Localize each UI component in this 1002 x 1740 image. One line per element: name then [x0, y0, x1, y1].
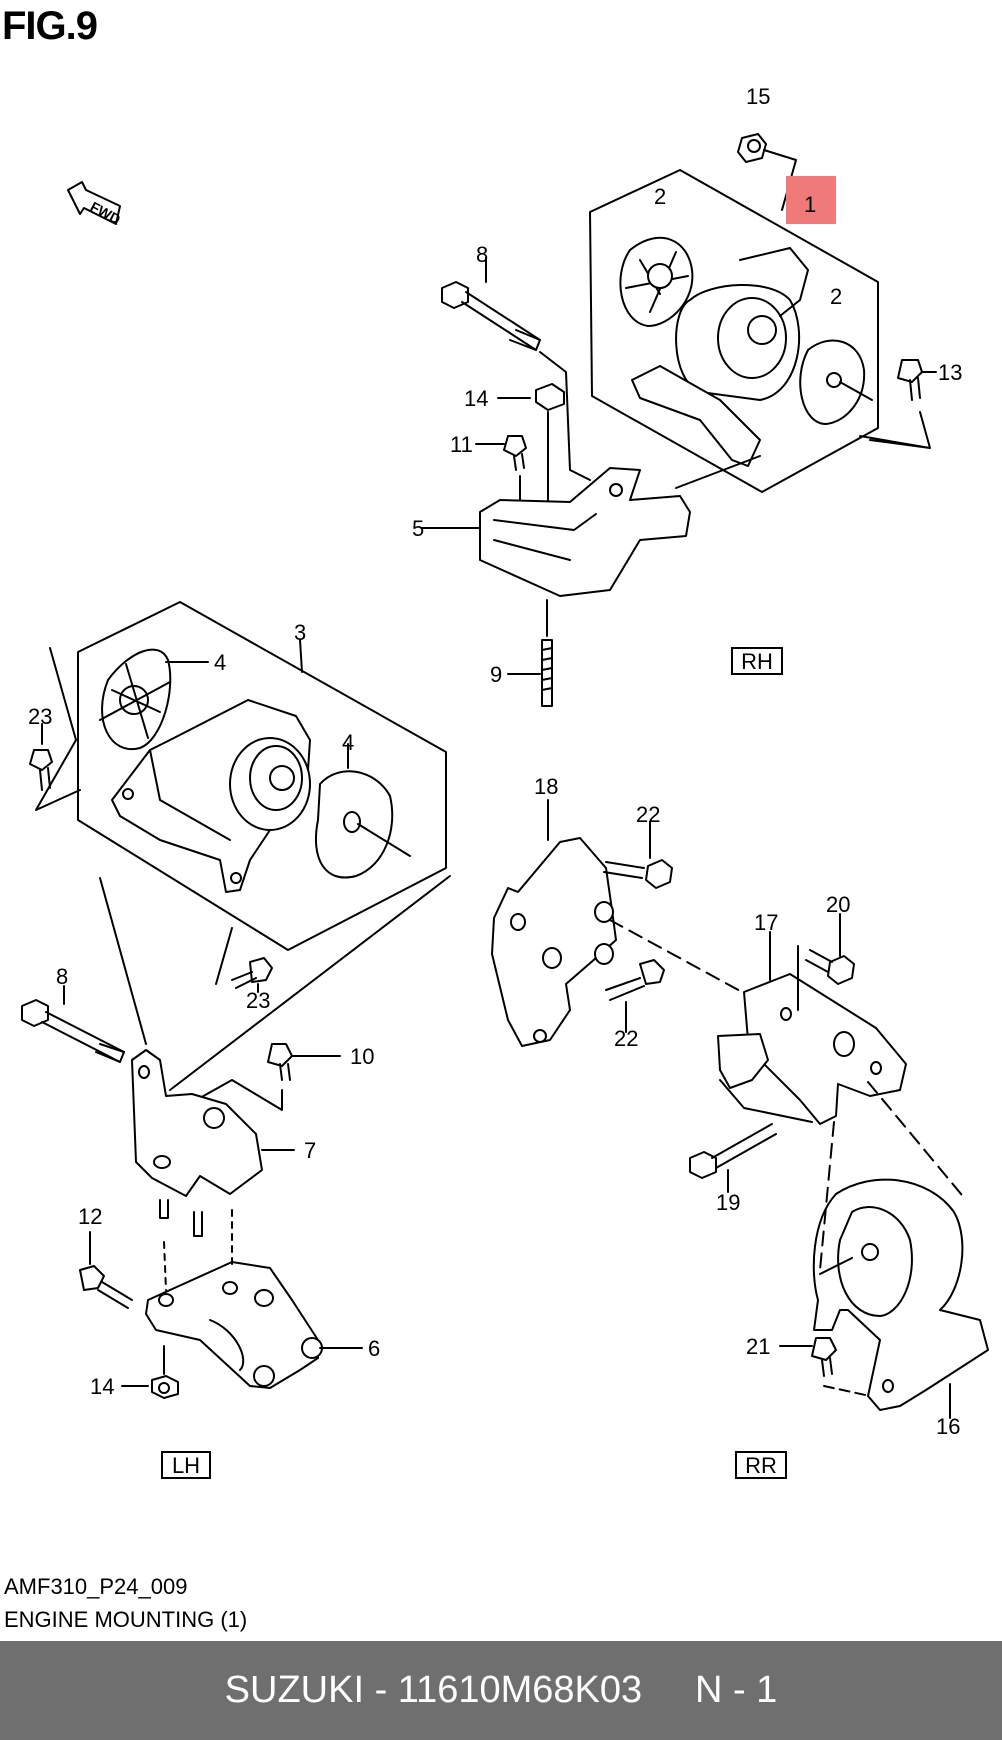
bolt-23a [29, 647, 81, 811]
stud-9 [507, 599, 553, 707]
callout-2a: 2 [654, 184, 666, 209]
callout-14b: 14 [90, 1374, 114, 1399]
rh-mount-group [421, 133, 937, 707]
bolt-22b [605, 959, 665, 1033]
svg-text:LH: LH [172, 1453, 200, 1478]
callout-8a: 8 [476, 242, 488, 267]
callout-13: 13 [938, 360, 962, 385]
section-label-rh: RH [731, 647, 783, 675]
stopper-4b [314, 743, 411, 879]
callout-6: 6 [368, 1336, 380, 1361]
bracket-5 [421, 467, 691, 597]
callout-15: 15 [746, 84, 770, 109]
callout-1: 1 [804, 192, 816, 217]
callout-22a: 22 [636, 802, 660, 827]
callout-8b: 8 [56, 964, 68, 989]
diagram-caption: ENGINE MOUNTING (1) [4, 1607, 248, 1632]
bracket-18 [491, 799, 617, 1047]
engine-mount-1 [631, 247, 809, 467]
bolt-11 [475, 435, 527, 531]
callout-19: 19 [716, 1190, 740, 1215]
callout-3: 3 [294, 620, 306, 645]
callout-7: 7 [304, 1138, 316, 1163]
highlight-box [786, 176, 836, 224]
callout-10: 10 [350, 1044, 374, 1069]
rr-mount-group [491, 799, 989, 1419]
bolt-22a [603, 821, 673, 889]
callout-9: 9 [490, 662, 502, 687]
bolt-12 [79, 1231, 133, 1309]
bolt-21 [779, 1337, 871, 1397]
bracket-7 [99, 875, 451, 1237]
nut-14b [121, 1345, 179, 1399]
fwd-arrow-icon: FWD [67, 181, 123, 227]
bolt-10 [181, 1043, 341, 1111]
engine-mount-16 [812, 1081, 989, 1419]
bolt-19 [689, 1123, 777, 1193]
callout-16: 16 [936, 1414, 960, 1439]
callout-23a: 23 [28, 704, 52, 729]
stopper-4a [99, 648, 209, 751]
bolt-13 [859, 359, 937, 449]
callout-20: 20 [826, 892, 850, 917]
section-label-rr: RR [735, 1451, 787, 1479]
callout-14a: 14 [464, 386, 488, 411]
callout-5: 5 [412, 516, 424, 541]
footer-bar: SUZUKI - 11610M68K03 N - 1 [0, 1641, 1002, 1740]
section-label-lh: LH [161, 1451, 211, 1479]
svg-text:RH: RH [741, 649, 773, 674]
bolt-8b [21, 985, 125, 1063]
bracket-17 [609, 919, 907, 1125]
drawing-code: AMF310_P24_009 [4, 1574, 188, 1599]
figure-title: FIG.9 [2, 4, 98, 48]
callout-2b: 2 [830, 284, 842, 309]
callout-17: 17 [754, 910, 778, 935]
stopper-2a [619, 237, 694, 327]
bolt-8a [441, 257, 591, 481]
bracket-6 [145, 1209, 363, 1389]
lh-mount-group [21, 601, 451, 1399]
bolt-23b [215, 927, 273, 993]
callout-21: 21 [746, 1334, 770, 1359]
callout-18: 18 [534, 774, 558, 799]
callout-23b: 23 [246, 988, 270, 1013]
bolt-20 [797, 913, 855, 1011]
stopper-2b [799, 339, 873, 425]
callout-11: 11 [450, 432, 473, 457]
callout-4a: 4 [214, 650, 226, 675]
engine-mount-3 [111, 699, 311, 893]
footer-part-number: SUZUKI - 11610M68K03 N - 1 [224, 1669, 778, 1711]
svg-text:RR: RR [745, 1453, 777, 1478]
callout-22b: 22 [614, 1026, 638, 1051]
callout-4b: 4 [342, 730, 354, 755]
callout-12: 12 [78, 1204, 102, 1229]
